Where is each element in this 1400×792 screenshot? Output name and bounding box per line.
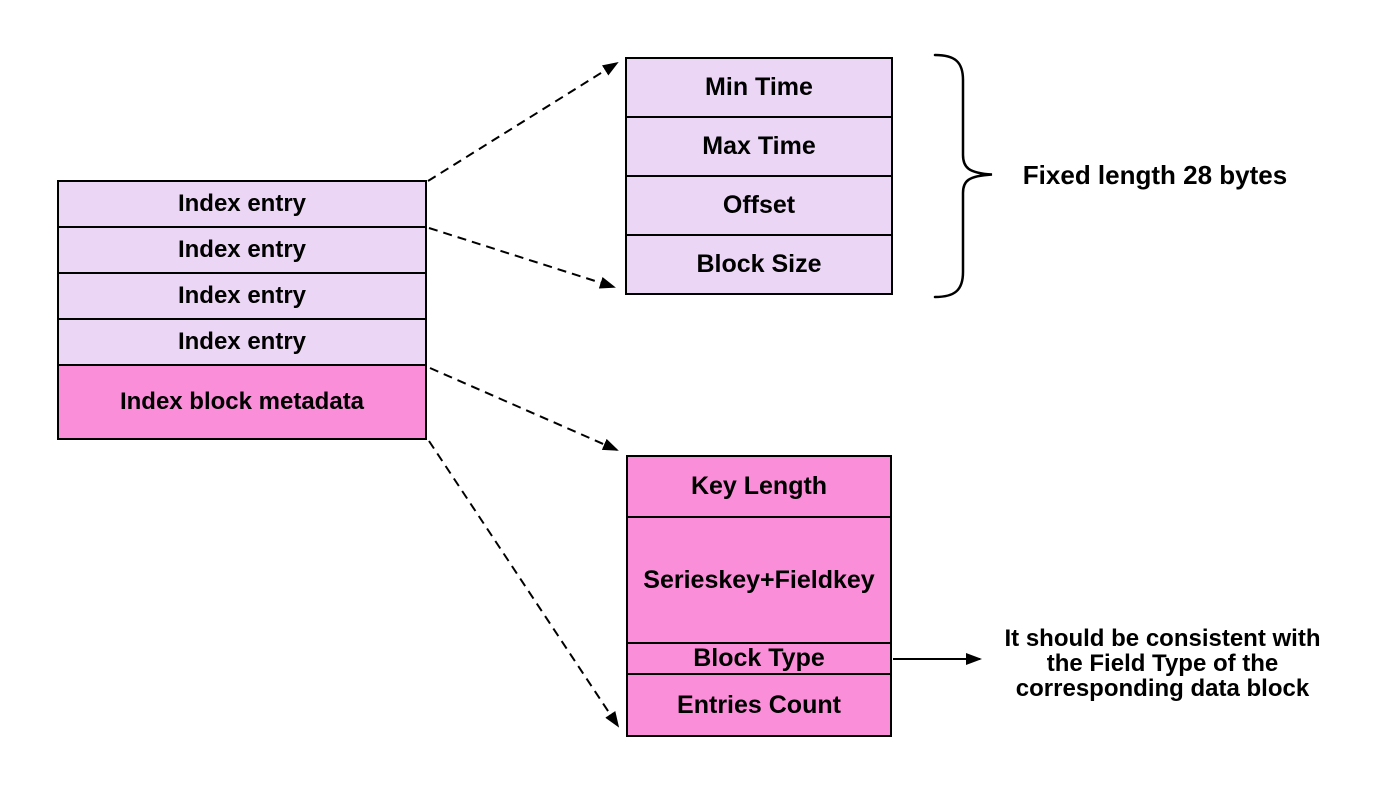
min-time-label: Min Time [705, 73, 813, 101]
index-block-stack: Index entry Index entry Index entry Inde… [57, 180, 427, 440]
index-entry-row: Index entry [57, 180, 427, 228]
block-type-note-annotation: It should be consistent with the Field T… [1004, 625, 1321, 702]
serieskey-fieldkey-row: Serieskey+Fieldkey [626, 516, 892, 644]
offset-row: Offset [625, 175, 893, 236]
key-length-row: Key Length [626, 455, 892, 518]
entries-count-label: Entries Count [677, 690, 841, 719]
index-entry-row: Index entry [57, 272, 427, 320]
index-entry-label: Index entry [177, 236, 307, 263]
block-type-label: Block Type [693, 644, 825, 672]
index-entry-label: Index entry [177, 328, 307, 355]
metadata-detail-stack: Key Length Serieskey+Fieldkey Block Type… [626, 455, 892, 737]
dashed-arrow-entry-bottom [428, 227, 616, 289]
min-time-row: Min Time [625, 57, 893, 118]
entries-count-row: Entries Count [626, 673, 892, 737]
index-entry-label: Index entry [177, 190, 307, 217]
key-length-label: Key Length [690, 472, 828, 500]
index-block-metadata-row: Index block metadata [57, 364, 427, 440]
curly-brace-icon [933, 53, 993, 299]
dashed-arrow-metadata-bottom [428, 440, 620, 728]
dashed-arrow-entry-top [427, 61, 619, 182]
index-entry-row: Index entry [57, 318, 427, 366]
offset-label: Offset [722, 191, 796, 219]
fixed-length-annotation: Fixed length 28 bytes [1022, 160, 1288, 190]
max-time-row: Max Time [625, 116, 893, 177]
max-time-label: Max Time [702, 132, 816, 160]
serieskey-fieldkey-label: Serieskey+Fieldkey [643, 565, 875, 594]
block-size-row: Block Size [625, 234, 893, 295]
index-entry-row: Index entry [57, 226, 427, 274]
index-block-metadata-label: Index block metadata [119, 388, 365, 415]
block-type-row: Block Type [626, 642, 892, 675]
block-size-label: Block Size [696, 250, 822, 278]
index-entry-label: Index entry [177, 282, 307, 309]
index-entry-detail-stack: Min Time Max Time Offset Block Size [625, 57, 893, 295]
dashed-arrow-metadata-top [429, 367, 619, 451]
